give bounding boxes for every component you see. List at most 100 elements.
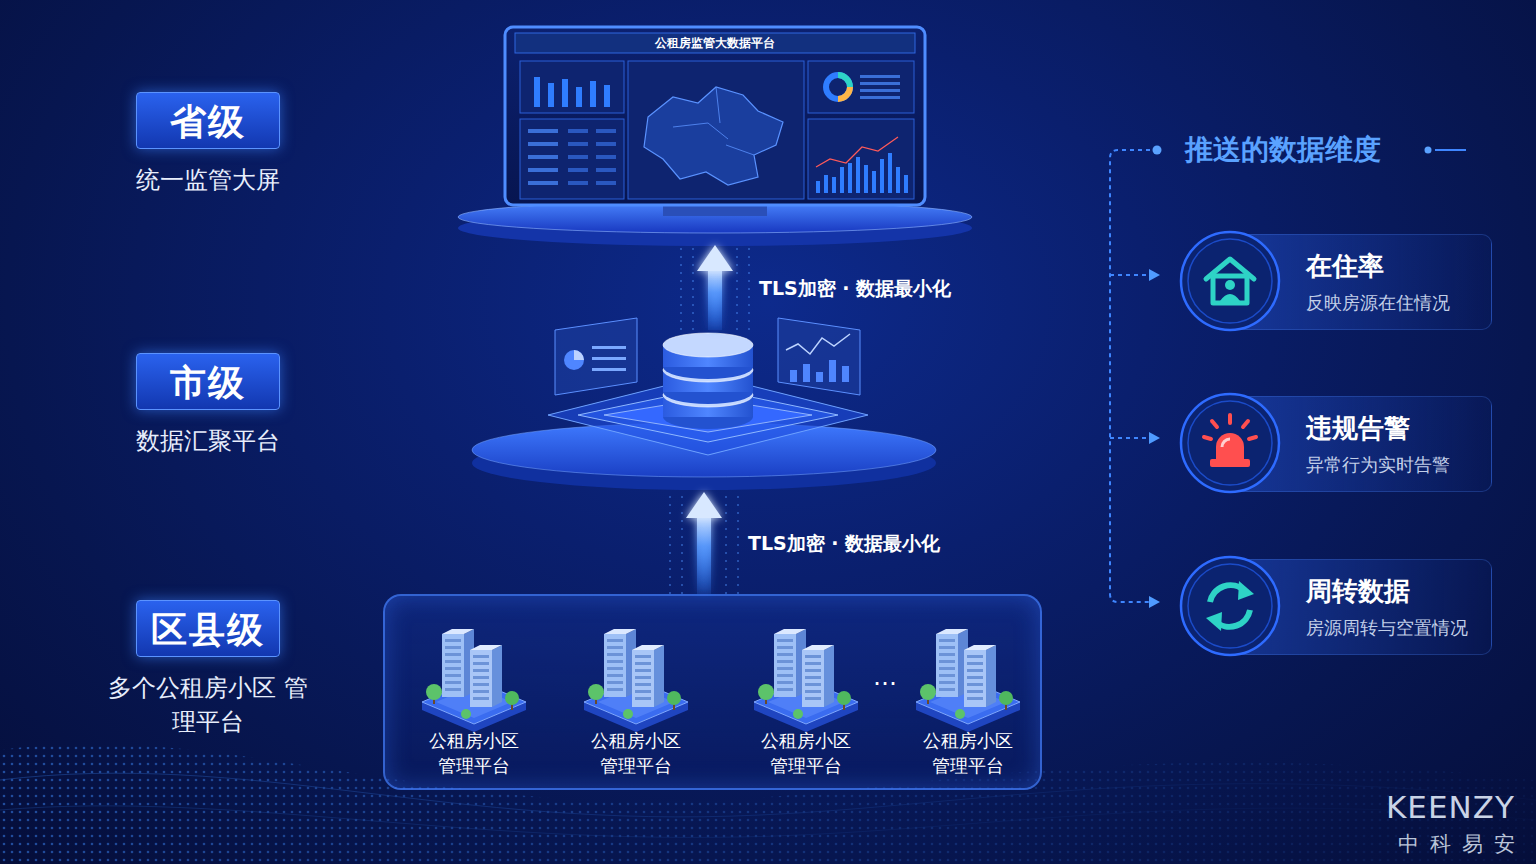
edge-label: TLS加密 · 数据最小化 [748, 530, 940, 556]
flow-arrow-part [748, 245, 750, 330]
monitor-screen-part [673, 87, 754, 155]
monitor-screen-part [826, 75, 850, 99]
tier-node: 市级数据汇聚平台 [108, 353, 308, 463]
monitor-screen-part [808, 61, 914, 113]
monitor-screen-part [596, 168, 616, 172]
building-icon-part [936, 629, 968, 634]
database-platform-part [778, 318, 860, 395]
site-label: 公租房小区 管理平台 [584, 728, 688, 778]
monitor-screen-part [864, 165, 868, 193]
flow-arrow [681, 245, 749, 330]
building-icon-part [623, 709, 633, 719]
tier-badge: 区县级 [136, 600, 280, 657]
building-icon-part [442, 629, 474, 634]
background-art-part [1425, 147, 1432, 154]
site-node: 公租房小区 管理平台 [404, 622, 544, 782]
item-icon [1178, 391, 1282, 495]
building-icon-part [967, 676, 983, 679]
monitor-screen-part [838, 87, 850, 99]
site-node: 公租房小区 管理平台 [566, 622, 706, 782]
monitor-screen-part [528, 142, 558, 146]
building-icon-part [445, 660, 461, 663]
monitor-screen-part [832, 177, 836, 193]
background-art-part [1110, 150, 1158, 602]
building-icon-part [805, 683, 821, 686]
tier-node: 省级统一监管大屏 [108, 92, 308, 202]
monitor-screen-part [880, 159, 884, 193]
item-node: 违规告警异常行为实时告警 [1178, 390, 1490, 496]
item-desc: 反映房源在住情况 [1306, 291, 1450, 315]
monitor-screen-part [860, 75, 900, 78]
screen-title: 公租房监管大数据平台 [458, 35, 972, 51]
monitor-screen-part [528, 168, 558, 172]
background-art-part [1149, 596, 1160, 608]
building-icon-part [964, 650, 986, 707]
item-node: 周转数据房源周转与空置情况 [1178, 553, 1490, 659]
building-icon-part [999, 691, 1013, 705]
monitor-screen-part [520, 119, 624, 199]
panel-heading: 推送的数据维度 [1185, 131, 1381, 169]
flow-arrow-part [692, 245, 694, 330]
building-icon-part [802, 650, 824, 707]
building-icon-part [473, 683, 489, 686]
database-platform-part [816, 372, 823, 382]
monitor-screen-part [562, 79, 568, 107]
building-icon-part [492, 645, 502, 707]
building-icon-part [805, 662, 821, 665]
item-icon-part-part [1212, 421, 1217, 427]
building-icon-part [442, 634, 464, 697]
flow-arrow-part [736, 245, 738, 330]
building-icon-part [445, 674, 461, 677]
database-platform-part [842, 366, 849, 382]
flow-arrow-part [681, 492, 683, 594]
building-icon-part [805, 697, 821, 700]
monitor-screen-part [856, 157, 860, 193]
site-label: 公租房小区 管理平台 [422, 728, 526, 778]
monitor-screen-part [860, 82, 900, 85]
monitor-screen-part [590, 81, 596, 107]
item-desc: 房源周转与空置情况 [1306, 616, 1468, 640]
monitor-screen-part [568, 181, 588, 185]
monitor-screen-part [848, 163, 852, 193]
item-icon [1178, 554, 1282, 658]
flow-arrow [670, 492, 738, 594]
building-icon-part [837, 691, 851, 705]
item-icon-part [1220, 294, 1240, 301]
building-icon-part [607, 681, 623, 684]
background-art-part-part [1110, 437, 1150, 439]
building-icon-part [967, 690, 983, 693]
monitor-screen-part [548, 83, 554, 107]
item-desc: 异常行为实时告警 [1306, 453, 1450, 477]
building-icon-part [805, 676, 821, 679]
database-platform-part [829, 360, 836, 382]
item-icon-part [1238, 581, 1254, 600]
building-icon-part [445, 639, 461, 642]
building-icon-part [939, 681, 955, 684]
building-icon-part [967, 662, 983, 665]
logo-wordmark: KEENZY [1386, 788, 1515, 826]
building-icon-part [939, 688, 955, 691]
building-icon-part [445, 667, 461, 670]
building-icon-part [802, 645, 834, 650]
building-icon-part [967, 655, 983, 658]
building-icon-part [774, 629, 806, 634]
item-icon-part [1225, 280, 1235, 290]
building-icon-part [635, 669, 651, 672]
tier-badge: 省级 [136, 92, 280, 149]
monitor-screen-part [596, 142, 616, 146]
tier-caption: 多个公租房小区 管理平台 [108, 671, 308, 739]
db-node [472, 330, 936, 492]
building-icon-part [774, 634, 796, 697]
building-icon-part [805, 655, 821, 658]
building-icon-part [607, 639, 623, 642]
database-platform-part [592, 357, 626, 360]
monitor-screen-part [628, 61, 804, 199]
monitor-screen-part [596, 181, 616, 185]
building-icon-part [667, 691, 681, 705]
logo-chinese: 中科易安 [1398, 830, 1526, 858]
building-icon-part [607, 646, 623, 649]
tier-badge: 市级 [136, 353, 280, 410]
flow-arrow-part [725, 492, 727, 594]
building-icon-part [986, 645, 996, 707]
database-platform-part [803, 364, 810, 382]
